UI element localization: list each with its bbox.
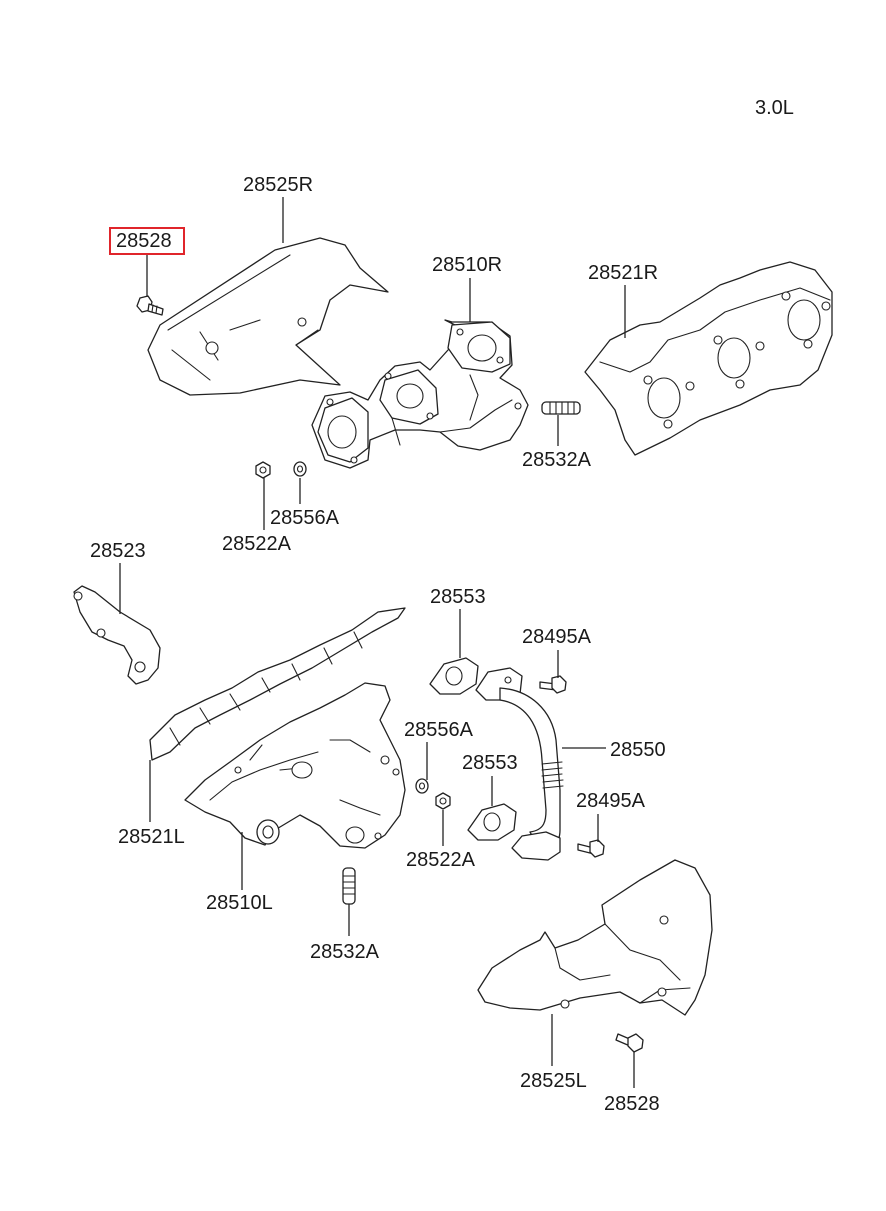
- label-28510L[interactable]: 28510L: [206, 892, 273, 914]
- label-28521L[interactable]: 28521L: [118, 826, 185, 848]
- label-28532A-bottom[interactable]: 28532A: [310, 941, 380, 963]
- label-28532A-top[interactable]: 28532A: [522, 449, 592, 471]
- heat-plate-28521L[interactable]: [149, 607, 406, 761]
- bolt-28495A-mid[interactable]: [577, 839, 605, 858]
- label-28495A-mid[interactable]: 28495A: [576, 790, 646, 812]
- label-28521R[interactable]: 28521R: [588, 262, 658, 284]
- bolt-28495A-top[interactable]: [539, 675, 567, 694]
- stud-28532A-bottom[interactable]: [342, 867, 356, 905]
- engine-label: 3.0L: [755, 97, 794, 119]
- exhaust-manifold-28510L[interactable]: [184, 682, 406, 849]
- pipe-28550[interactable]: [475, 667, 564, 861]
- stud-28532A-top[interactable]: [541, 401, 581, 415]
- label-28553-top[interactable]: 28553: [430, 586, 486, 608]
- gasket-28553-mid[interactable]: [467, 803, 517, 841]
- label-28522A-mid[interactable]: 28522A: [406, 849, 476, 871]
- label-28556A-mid[interactable]: 28556A: [404, 719, 474, 741]
- gasket-28521R[interactable]: [584, 261, 833, 456]
- washer-28556A-top[interactable]: [293, 461, 307, 477]
- heat-shield-28525R[interactable]: [147, 237, 389, 396]
- exhaust-manifold-28510R[interactable]: [311, 319, 529, 469]
- gasket-28553-top[interactable]: [429, 657, 479, 695]
- label-28556A-top[interactable]: 28556A: [270, 507, 340, 529]
- label-28522A-top[interactable]: 28522A: [222, 533, 292, 555]
- label-28523[interactable]: 28523: [90, 540, 146, 562]
- bracket-28523[interactable]: [73, 585, 161, 685]
- nut-28522A-mid[interactable]: [435, 792, 451, 810]
- washer-28556A-mid[interactable]: [415, 778, 429, 794]
- bolt-28528-bottom[interactable]: [615, 1033, 644, 1053]
- label-28528-top[interactable]: 28528: [116, 230, 172, 252]
- selected-part-highlight: [109, 227, 185, 255]
- heat-shield-28525L[interactable]: [477, 859, 713, 1016]
- nut-28522A-top[interactable]: [255, 461, 271, 479]
- bolt-28528-top[interactable]: [136, 295, 164, 316]
- label-28528-bottom[interactable]: 28528: [604, 1093, 660, 1115]
- label-28525L[interactable]: 28525L: [520, 1070, 587, 1092]
- label-28550[interactable]: 28550: [610, 739, 666, 761]
- label-28525R[interactable]: 28525R: [243, 174, 313, 196]
- leader-lines: [119, 197, 635, 1088]
- label-28510R[interactable]: 28510R: [432, 254, 502, 276]
- label-28553-mid[interactable]: 28553: [462, 752, 518, 774]
- label-28495A-top[interactable]: 28495A: [522, 626, 592, 648]
